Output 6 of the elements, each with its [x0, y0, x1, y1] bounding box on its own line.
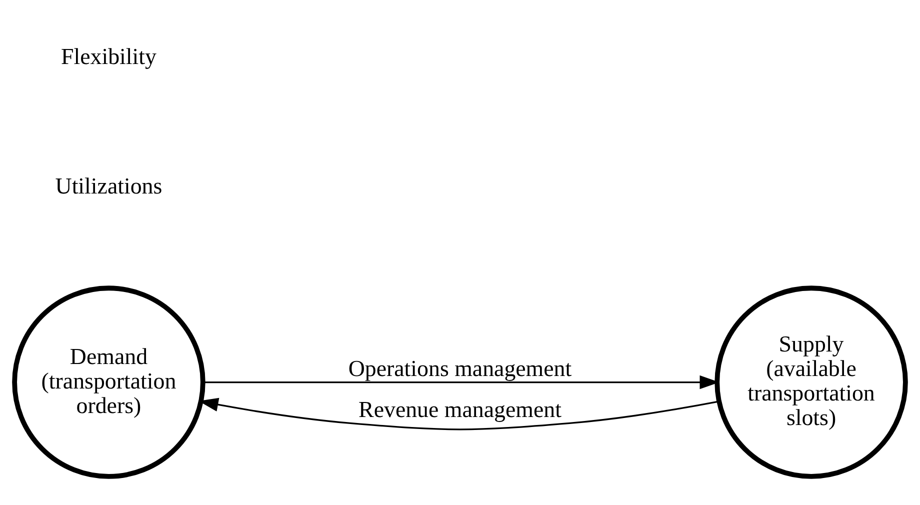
node-circle: Supply (available transportation slots): [714, 286, 908, 479]
edge-label: Revenue management: [358, 397, 562, 422]
label: Flexibility: [60, 44, 156, 70]
label: Utilizations: [55, 173, 162, 198]
edge-label: Operations management: [348, 356, 572, 382]
node-circle: Demand (transportation orders): [12, 286, 206, 479]
